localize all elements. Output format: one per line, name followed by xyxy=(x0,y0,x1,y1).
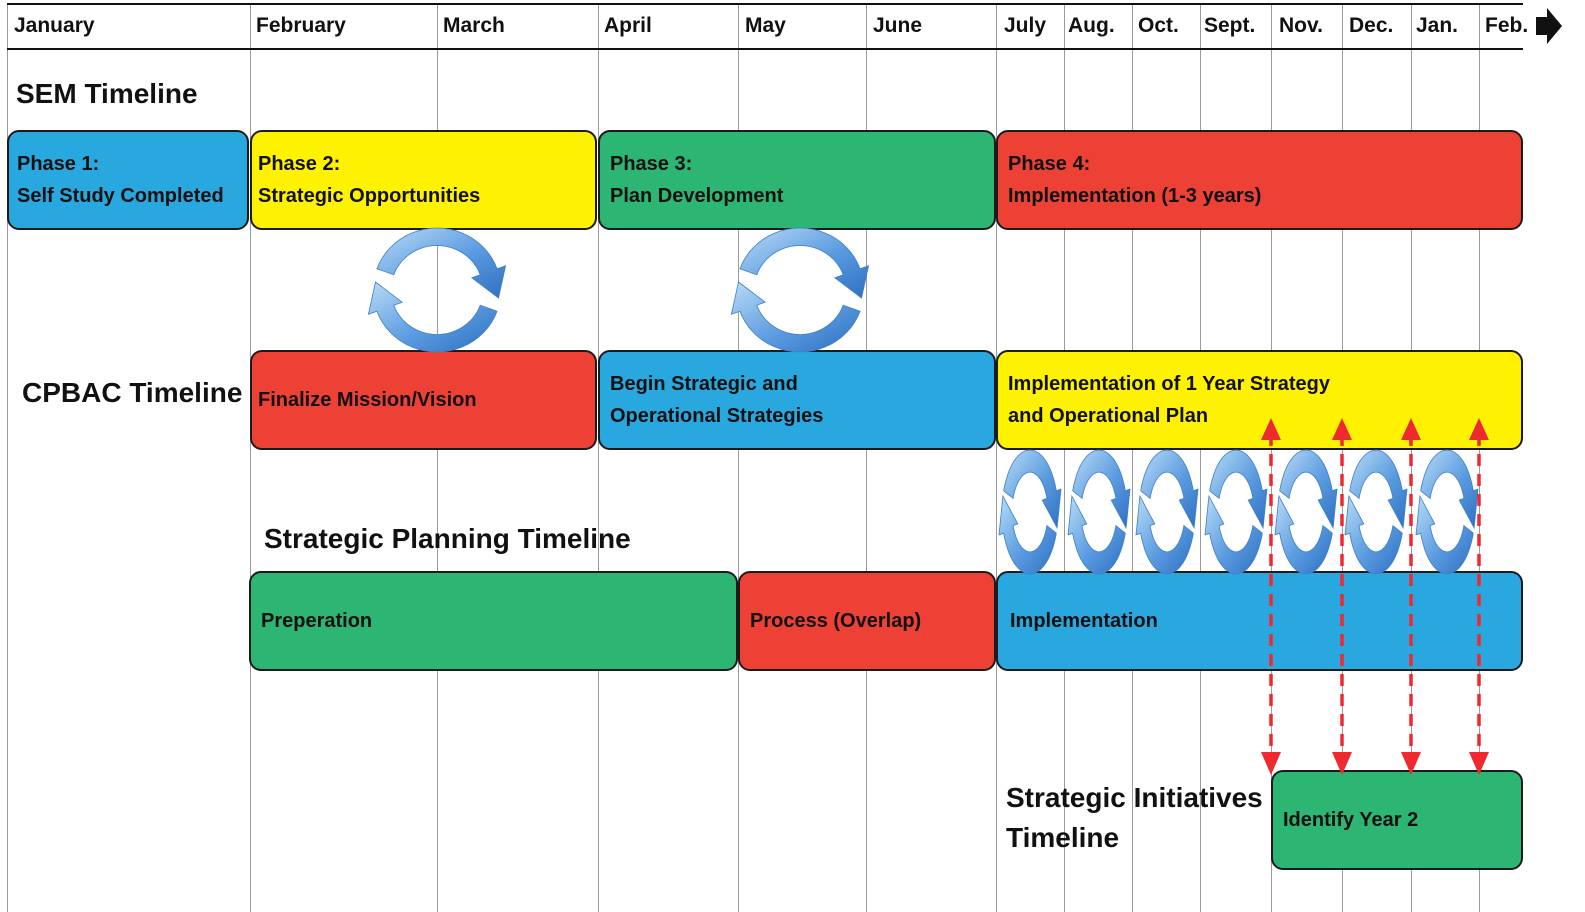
sem-phase2-label: Phase 2: Strategic Opportunities xyxy=(258,153,481,207)
cycle-arrow-icon xyxy=(367,281,498,353)
cycle-arrow-icon xyxy=(1420,449,1479,530)
month-header-jan: Jan. xyxy=(1416,14,1459,37)
month-header-nov: Nov. xyxy=(1279,14,1323,37)
sp-preperation-label: Preperation xyxy=(261,610,373,632)
sp-implementation-label: Implementation xyxy=(1010,610,1158,632)
month-header-sept: Sept. xyxy=(1204,14,1256,37)
grid-line xyxy=(598,4,599,912)
month-header-may: May xyxy=(745,14,786,37)
cpbac-begin-label: Begin Strategic and Operational Strategi… xyxy=(610,373,824,427)
cpbac-finalize-bar: Finalize Mission/Vision xyxy=(250,350,597,450)
cycle-arrow-icon xyxy=(1135,494,1194,575)
cycle-arrow-icon xyxy=(1067,494,1126,575)
month-header-june: June xyxy=(873,14,923,37)
sem-phase3-label: Phase 3: Plan Development xyxy=(610,153,784,207)
grid-line xyxy=(250,4,251,912)
si-identify-label: Identify Year 2 xyxy=(1283,809,1419,831)
strategic-planning-timeline-title: Strategic Planning Timeline xyxy=(264,523,631,554)
sp-process-label: Process (Overlap) xyxy=(750,610,922,632)
header-top-rule xyxy=(7,3,1523,5)
cycle-arrow-icon xyxy=(1209,449,1268,530)
grid-line xyxy=(1200,4,1201,912)
sem-phase1-bar: Phase 1: Self Study Completed xyxy=(7,130,249,230)
sp-preperation-bar: Preperation xyxy=(249,571,738,671)
grid-line xyxy=(1064,4,1065,912)
cpbac-begin-bar: Begin Strategic and Operational Strategi… xyxy=(598,350,996,450)
si-identify-bar: Identify Year 2 xyxy=(1271,770,1523,870)
strategic-initiatives-timeline-title: Strategic Initiatives Timeline xyxy=(1006,782,1263,853)
cycle-arrow-icon xyxy=(1344,494,1403,575)
sem-timeline-title: SEM Timeline xyxy=(16,78,198,109)
cpbac-implementation-bar: Implementation of 1 Year Strategy and Op… xyxy=(996,350,1523,450)
month-header-july: July xyxy=(1004,14,1047,37)
cpbac-implementation-label: Implementation of 1 Year Strategy and Op… xyxy=(1008,373,1330,427)
sem-phase1-label: Phase 1: Self Study Completed xyxy=(17,153,224,207)
cycle-arrow-icon xyxy=(1140,449,1199,530)
cpbac-timeline-title: CPBAC Timeline xyxy=(22,377,243,408)
sem-phase3-bar: Phase 3: Plan Development xyxy=(598,130,996,230)
sp-implementation-bar: Implementation xyxy=(996,571,1523,671)
month-header-march: March xyxy=(443,14,505,37)
sem-phase4-bar: Phase 4: Implementation (1-3 years) xyxy=(996,130,1523,230)
grid-line xyxy=(7,4,8,912)
cycle-arrow-icon xyxy=(739,227,870,299)
month-header-oct: Oct. xyxy=(1138,14,1179,37)
grid-line xyxy=(738,4,739,912)
grid-line xyxy=(1132,4,1133,912)
cycle-arrow-icon xyxy=(1279,449,1338,530)
cpbac-finalize-label: Finalize Mission/Vision xyxy=(258,389,477,411)
cycle-arrow-icon xyxy=(1204,494,1263,575)
sem-phase2-bar: Phase 2: Strategic Opportunities xyxy=(250,130,597,230)
cycle-arrow-icon xyxy=(1274,494,1333,575)
grid-line xyxy=(866,4,867,912)
month-header-dec: Dec. xyxy=(1349,14,1394,37)
cycle-arrow-icon xyxy=(376,227,507,299)
cycle-arrow-icon xyxy=(998,494,1057,575)
cycle-arrow-icon xyxy=(1072,449,1131,530)
cycle-arrow-icon xyxy=(1349,449,1408,530)
month-header-aug: Aug. xyxy=(1068,14,1115,37)
grid-line xyxy=(996,4,997,912)
sem-phase4-label: Phase 4: Implementation (1-3 years) xyxy=(1008,153,1262,207)
grid-line xyxy=(437,4,438,912)
month-header-feb: Feb. xyxy=(1485,14,1529,37)
month-header-february: February xyxy=(256,14,346,37)
month-header-april: April xyxy=(604,14,652,37)
header-bottom-rule xyxy=(7,48,1523,50)
sp-process-bar: Process (Overlap) xyxy=(738,571,996,671)
cycle-arrow-icon xyxy=(730,281,861,353)
cycle-arrow-icon xyxy=(1003,449,1062,530)
cycle-arrow-icon xyxy=(1415,494,1474,575)
month-header-january: January xyxy=(14,14,95,37)
